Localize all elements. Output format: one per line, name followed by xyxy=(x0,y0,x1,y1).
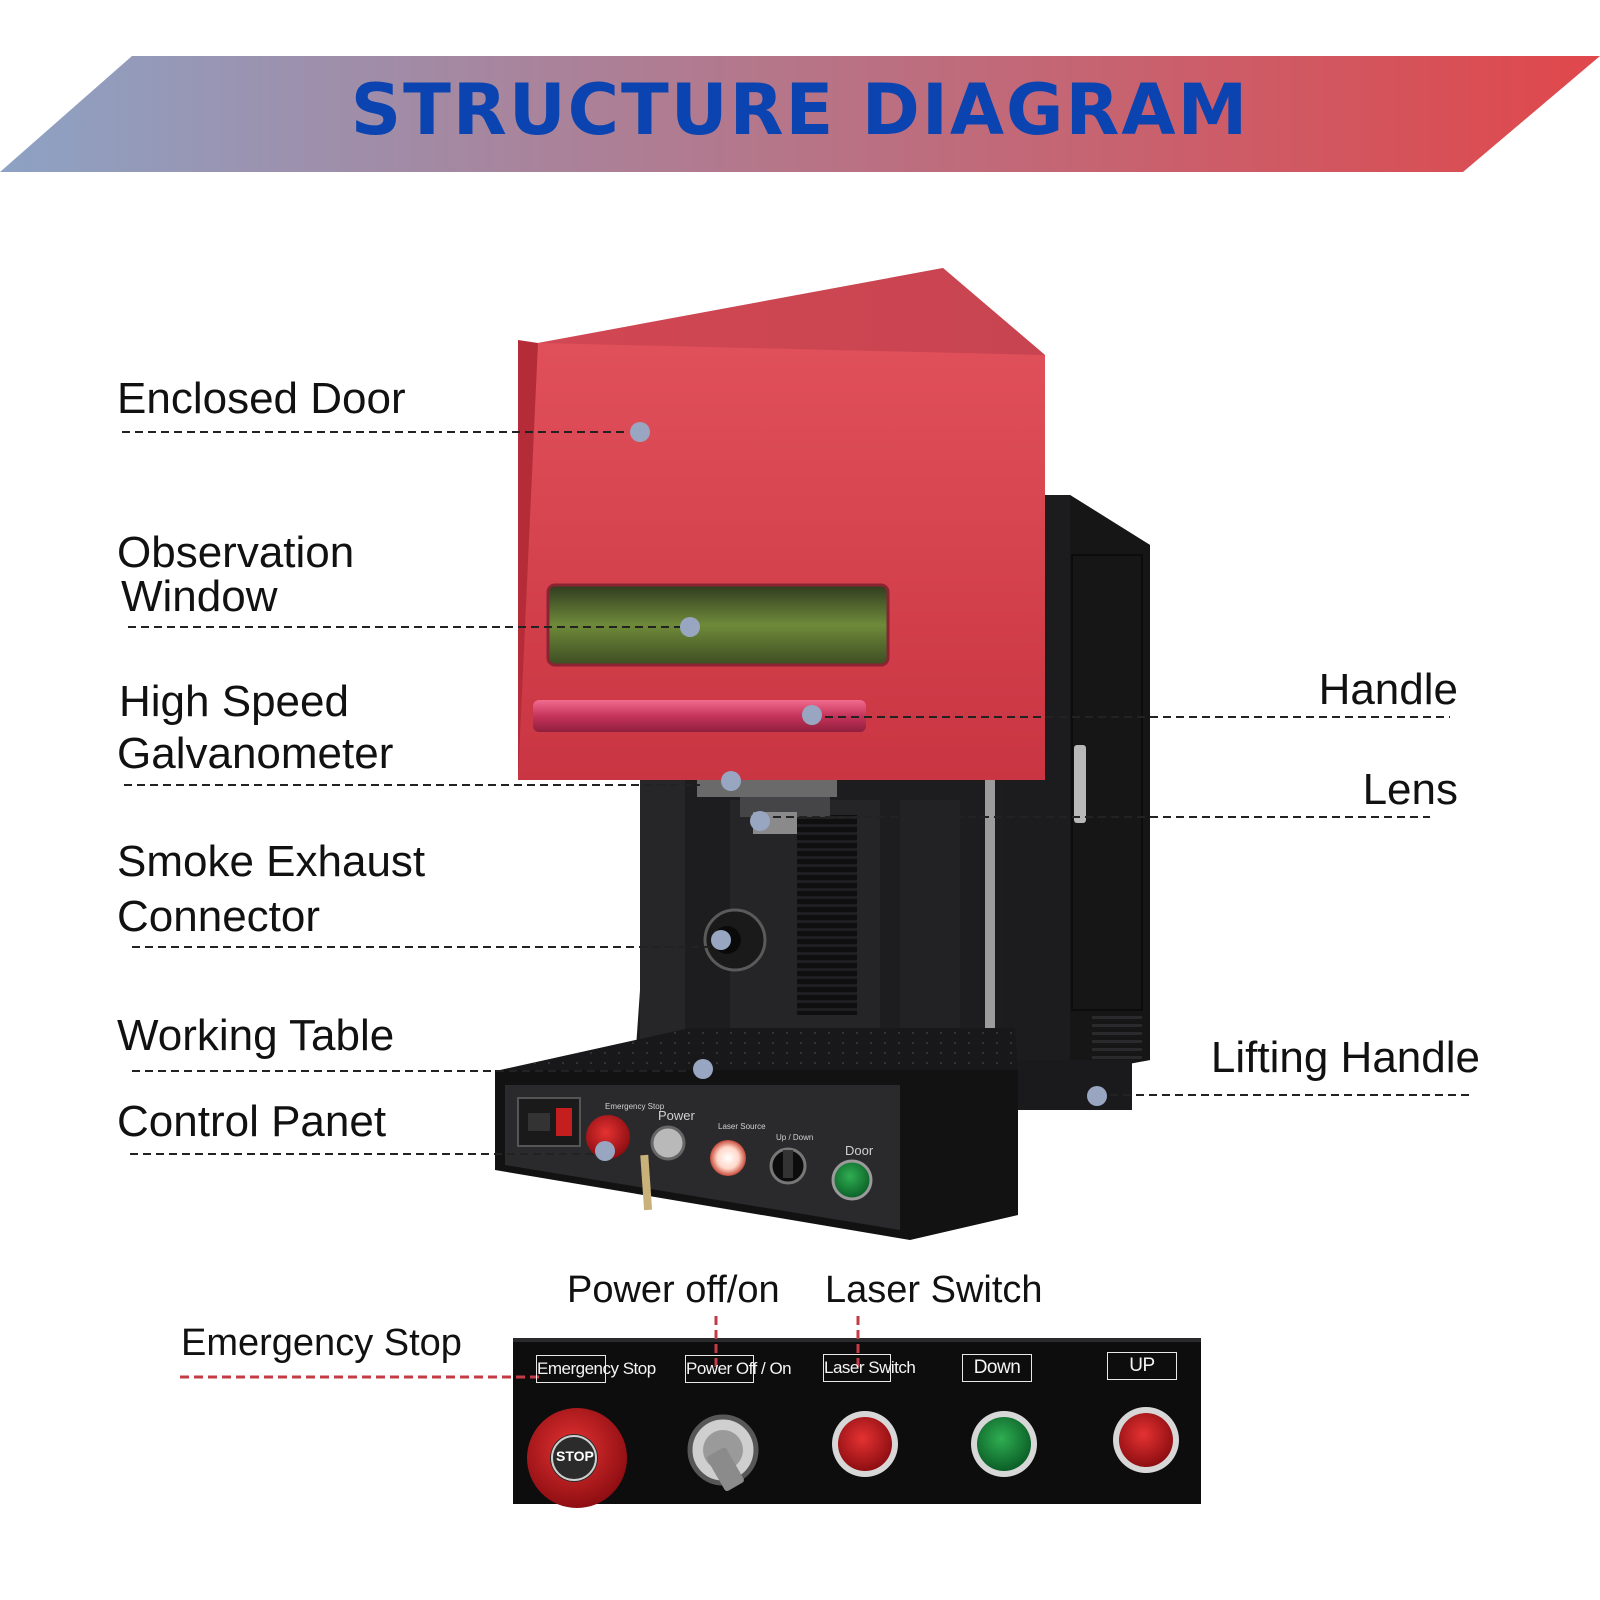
plate-power: Power Off / On xyxy=(685,1355,792,1383)
machine-laser-light-icon xyxy=(710,1140,746,1176)
leader-lines xyxy=(122,431,1470,1155)
label-smoke-exhaust-line2: Connector xyxy=(117,892,321,941)
machine-label-emergency-stop: Emergency Stop xyxy=(605,1102,665,1111)
machine-key-switch-icon xyxy=(650,1125,686,1161)
galvanometer-marker xyxy=(721,771,741,791)
observation-window-marker xyxy=(680,617,700,637)
cabinet-latch-icon xyxy=(1074,745,1086,823)
door-handle xyxy=(533,700,866,732)
observation-window xyxy=(546,583,890,667)
machine-label-up-down: Up / Down xyxy=(776,1133,814,1142)
lens-marker xyxy=(750,811,770,831)
label-observation-window-line1: Observation xyxy=(117,528,355,577)
label-lifting-handle: Lifting Handle xyxy=(1210,1033,1480,1082)
closeup-label-laser: Laser Switch xyxy=(825,1269,1043,1311)
plate-down: Down xyxy=(962,1354,1032,1382)
label-control-panel: Control Panet xyxy=(117,1097,387,1146)
lifting-rail xyxy=(985,775,995,1060)
plate-up: UP xyxy=(1107,1352,1177,1380)
label-galvanometer-line1: High Speed xyxy=(119,677,349,726)
handle-marker xyxy=(802,705,822,725)
closeup-label-power: Power off/on xyxy=(567,1269,780,1311)
plate-laser-switch: Laser Switch xyxy=(823,1354,916,1382)
machine-door-button-icon xyxy=(831,1159,873,1201)
label-galvanometer-line2: Galvanometer xyxy=(117,729,394,778)
stop-button-text: STOP xyxy=(556,1448,594,1464)
working-table-marker xyxy=(693,1059,713,1079)
page-title: STRUCTURE DIAGRAM xyxy=(350,69,1250,151)
laser-machine xyxy=(495,268,1150,1240)
enclosed-door-marker xyxy=(630,422,650,442)
control-panel-marker xyxy=(595,1141,615,1161)
machine-label-laser-source: Laser Source xyxy=(718,1122,766,1131)
label-observation-window-line2: Window xyxy=(121,572,278,621)
label-handle: Handle xyxy=(1318,665,1458,714)
label-enclosed-door: Enclosed Door xyxy=(117,374,406,423)
machine-label-power: Power xyxy=(658,1108,695,1123)
label-lens: Lens xyxy=(1362,765,1458,814)
closeup-leader-lines xyxy=(180,1316,860,1379)
closeup-label-emergency-stop: Emergency Stop xyxy=(181,1322,462,1364)
smoke-exhaust-marker xyxy=(711,930,731,950)
label-working-table: Working Table xyxy=(117,1011,395,1060)
machine-label-door: Door xyxy=(845,1143,874,1158)
plate-emergency-stop: Emergency Stop xyxy=(536,1355,656,1383)
lifting-handle-marker xyxy=(1087,1086,1107,1106)
label-smoke-exhaust-line1: Smoke Exhaust xyxy=(117,837,426,886)
markers xyxy=(595,422,1107,1161)
header-banner xyxy=(0,56,1600,172)
